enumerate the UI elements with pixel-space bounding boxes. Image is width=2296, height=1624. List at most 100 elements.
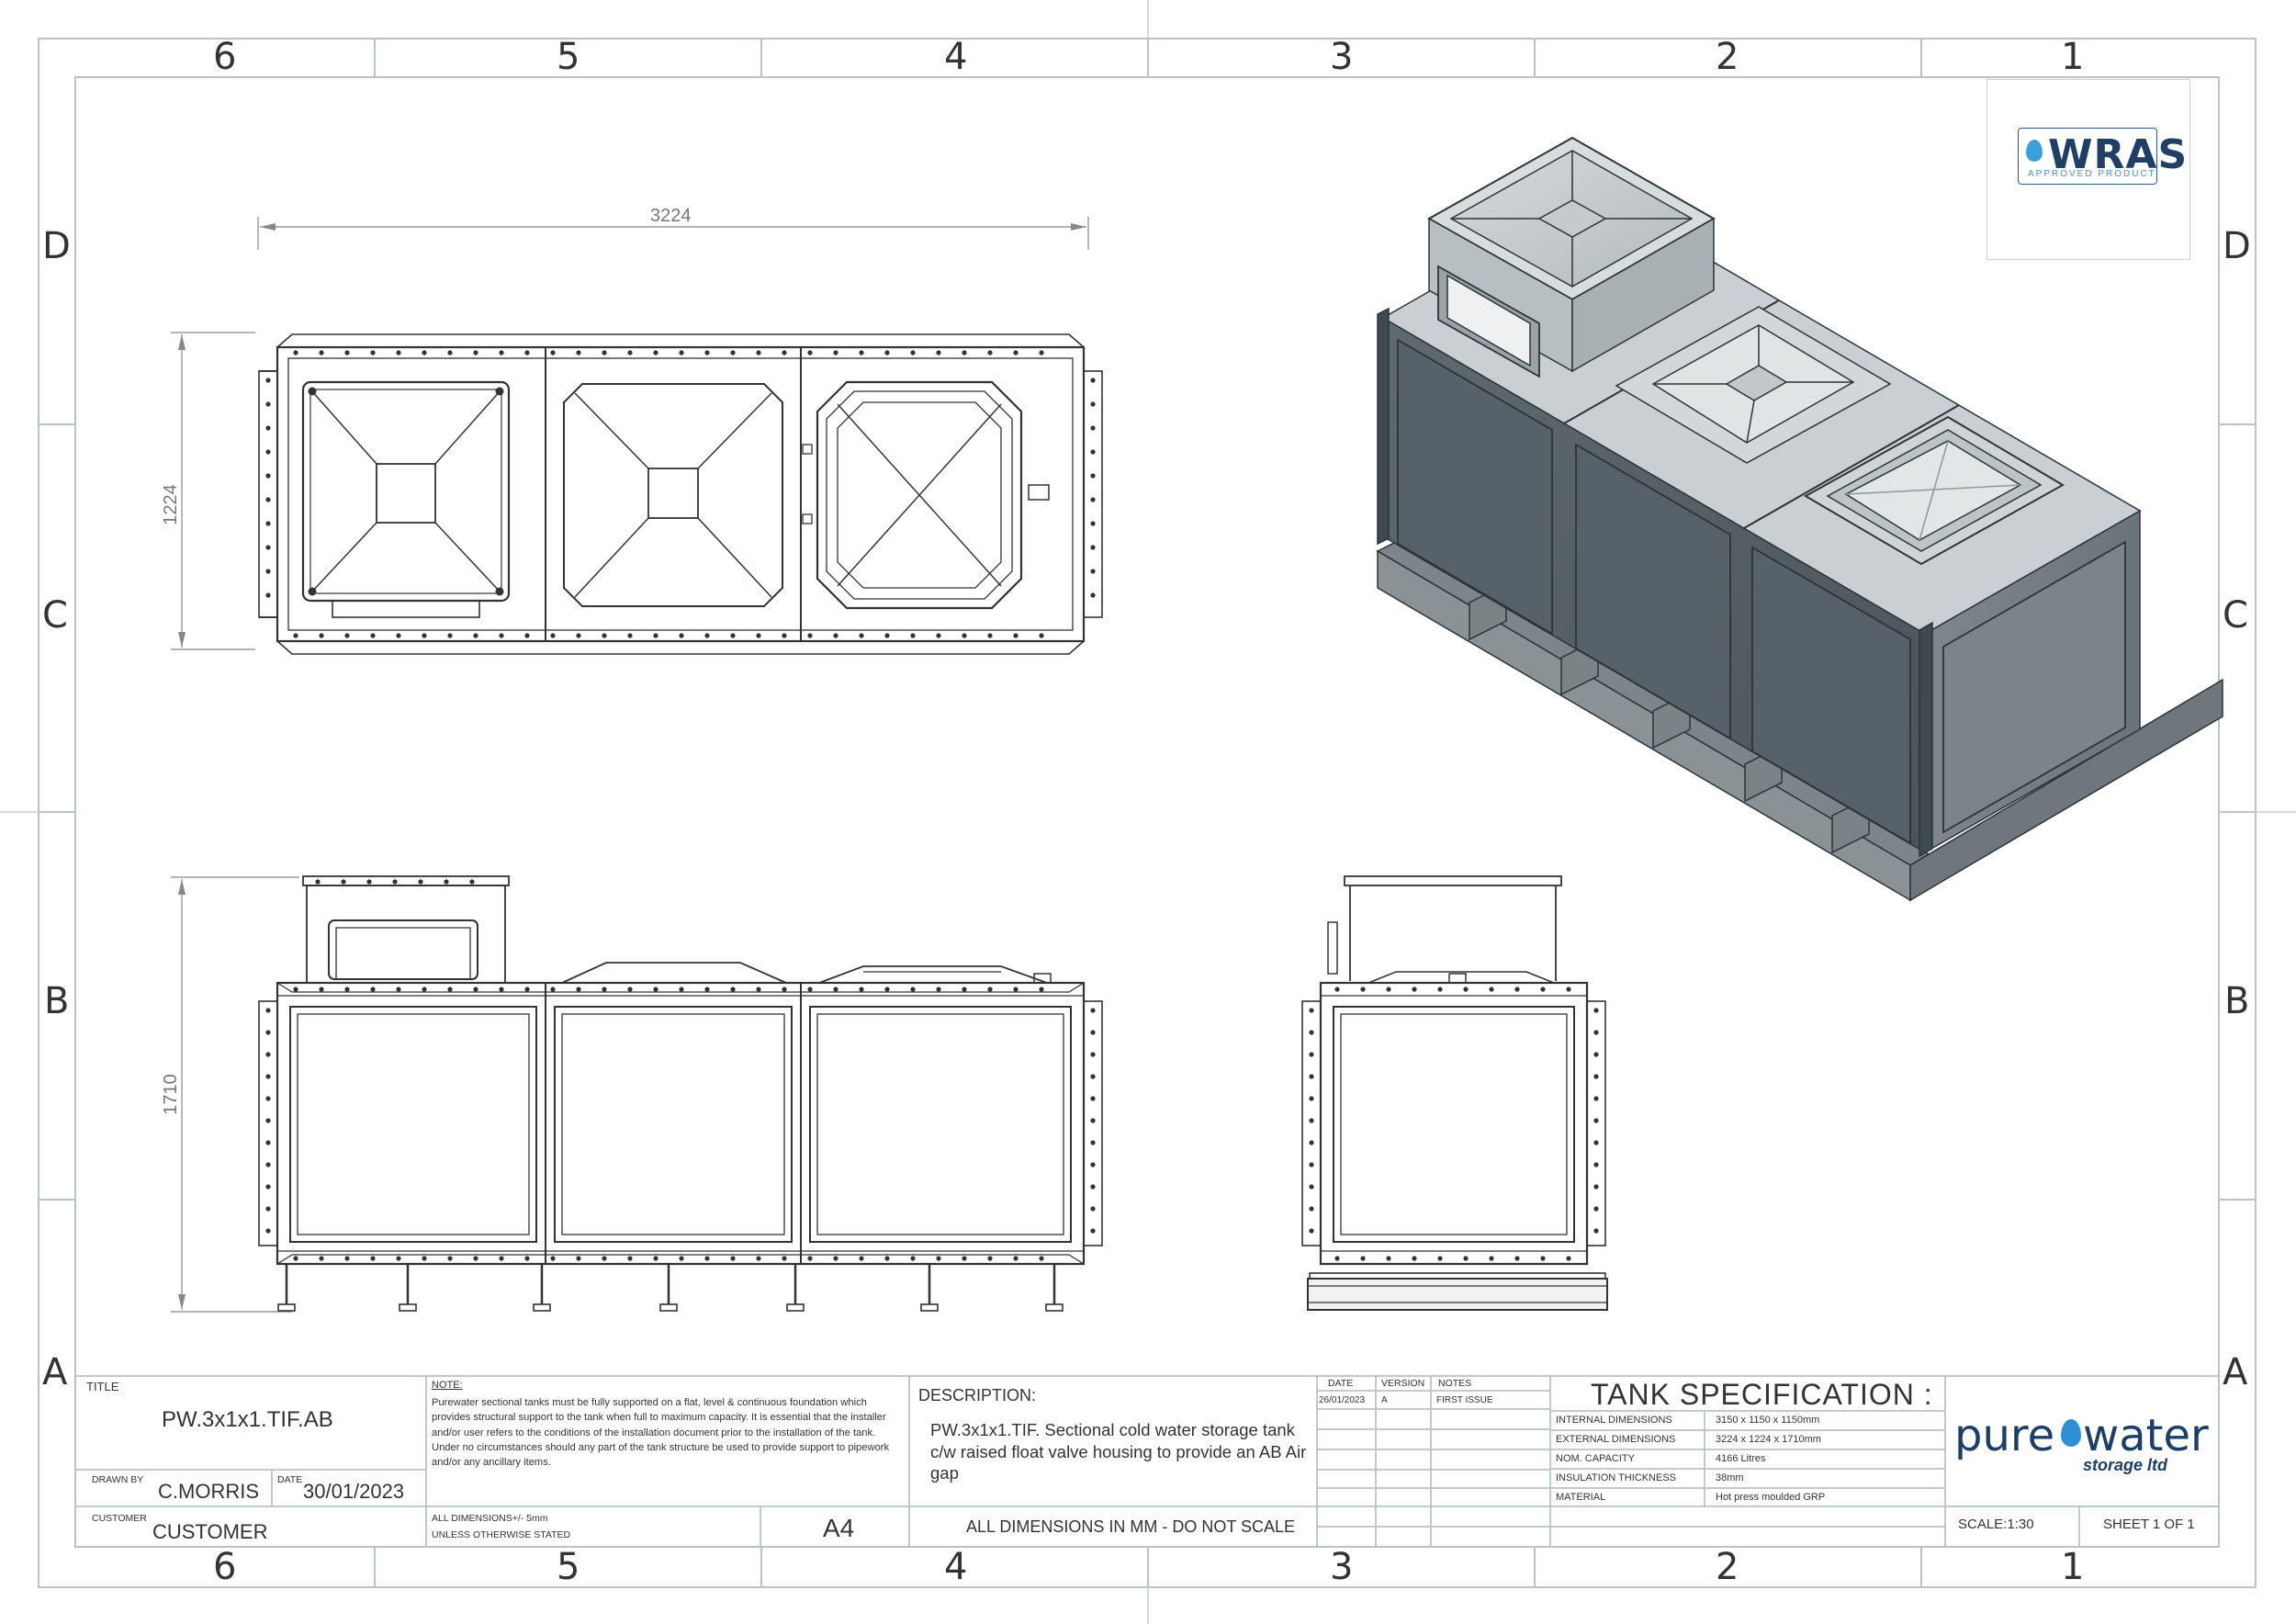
bolt <box>1566 1256 1571 1261</box>
bolt <box>987 633 993 638</box>
bolt <box>392 879 398 885</box>
date-value: 30/01/2023 <box>303 1480 405 1503</box>
bolt <box>319 350 324 355</box>
bolt <box>910 1256 916 1261</box>
bolt <box>370 350 376 355</box>
revision-header-date: DATE <box>1328 1378 1354 1389</box>
bolt <box>418 879 423 885</box>
zone-col-6-top: 6 <box>213 36 237 78</box>
bolt <box>265 1052 271 1057</box>
revision-header-version: VERSION <box>1381 1378 1425 1389</box>
bolt <box>447 1256 453 1261</box>
bolt <box>859 1256 864 1261</box>
bolt <box>265 401 271 407</box>
bolt <box>1334 1256 1340 1261</box>
bolt <box>1593 1052 1599 1057</box>
bolt <box>910 350 916 355</box>
bolt <box>550 350 556 355</box>
customer-value: CUSTOMER <box>152 1520 268 1543</box>
bolt <box>1593 1162 1599 1167</box>
bolt <box>265 425 271 431</box>
bolt <box>756 350 761 355</box>
purewater-logo-text-water: water <box>2083 1410 2209 1461</box>
bolt <box>524 1256 530 1261</box>
bolt <box>936 633 941 638</box>
bolt <box>679 1256 684 1261</box>
bolt <box>1386 1256 1391 1261</box>
bolt <box>1090 425 1096 431</box>
bolt <box>1090 1206 1096 1212</box>
bolt <box>704 633 710 638</box>
bolt <box>962 1256 967 1261</box>
bolt <box>1013 350 1019 355</box>
bolt <box>1593 1030 1599 1035</box>
bolt <box>550 1256 556 1261</box>
bolt <box>265 1184 271 1190</box>
paper-size: A4 <box>823 1514 855 1542</box>
bolt <box>473 1256 478 1261</box>
bolt <box>293 633 298 638</box>
bolt <box>1090 545 1096 550</box>
bolt <box>1013 987 1019 992</box>
zone-col-5-top: 5 <box>557 36 580 78</box>
bolt <box>1437 1256 1443 1261</box>
bolt <box>1593 1008 1599 1013</box>
bolt <box>422 633 427 638</box>
bolt <box>499 633 504 638</box>
bolt <box>524 350 530 355</box>
spec-value-insulation: 38mm <box>1716 1472 1744 1483</box>
tolerance-line-1: ALL DIMENSIONS+/- 5mm <box>432 1513 548 1524</box>
bolt <box>344 987 350 992</box>
support-foot-pad <box>659 1303 678 1312</box>
zone-row-a-right: A <box>2223 1351 2248 1393</box>
bolt <box>344 633 350 638</box>
bolt <box>884 633 890 638</box>
bolt <box>679 633 684 638</box>
bolt <box>1090 1184 1096 1190</box>
bolt <box>447 633 453 638</box>
bolt <box>265 521 271 526</box>
bolt <box>1309 1184 1314 1190</box>
bolt <box>807 350 813 355</box>
bolt <box>396 350 401 355</box>
bolt <box>370 1256 376 1261</box>
bolt <box>576 633 581 638</box>
bolt <box>679 350 684 355</box>
plan-view <box>171 217 1103 655</box>
bolt <box>319 633 324 638</box>
bolt <box>1593 1118 1599 1123</box>
wras-logo: WRAS APPROVED PRODUCT <box>1986 79 2190 260</box>
bolt <box>1309 1074 1314 1079</box>
bolt <box>602 987 607 992</box>
bolt <box>366 879 372 885</box>
support-foot-pad <box>786 1303 805 1312</box>
bolt <box>469 879 475 885</box>
bolt <box>704 987 710 992</box>
description-text: PW.3x1x1.TIF. Sectional cold water stora… <box>930 1420 1307 1483</box>
description-label: DESCRIPTION: <box>918 1386 1037 1404</box>
bolt <box>550 987 556 992</box>
purewater-logo-subtitle: storage ltd <box>2083 1456 2168 1474</box>
spec-label-material: MATERIAL <box>1556 1492 1606 1503</box>
bolt <box>499 1256 504 1261</box>
zone-row-b-right: B <box>2224 980 2250 1022</box>
bolt <box>1039 633 1044 638</box>
bolt <box>653 987 658 992</box>
bolt <box>293 987 298 992</box>
bolt <box>730 350 736 355</box>
bolt <box>1090 449 1096 455</box>
bolt <box>807 633 813 638</box>
bolt <box>1090 569 1096 574</box>
zone-col-3-top: 3 <box>1330 36 1354 78</box>
bolt <box>524 987 530 992</box>
bolt <box>447 350 453 355</box>
scale-note: ALL DIMENSIONS IN MM - DO NOT SCALE <box>966 1517 1296 1536</box>
bolt <box>1090 1030 1096 1035</box>
bolt <box>627 350 633 355</box>
bolt <box>265 569 271 574</box>
bolt <box>1309 1008 1314 1013</box>
bolt <box>473 350 478 355</box>
bolt <box>1593 1184 1599 1190</box>
bolt <box>756 633 761 638</box>
